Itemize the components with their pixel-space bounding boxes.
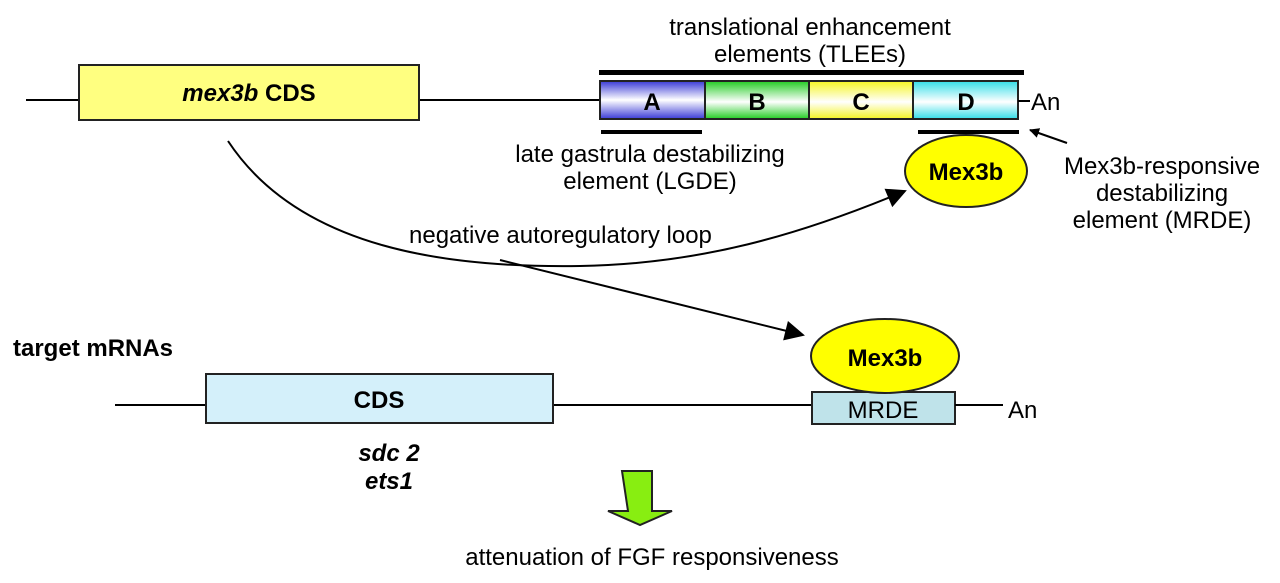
mex3b-cds-label: mex3b CDS — [182, 80, 315, 107]
segment-a-label: A — [643, 89, 660, 116]
outcome: attenuation of FGF responsiveness — [465, 470, 839, 571]
tlee-label-line2: elements (TLEEs) — [714, 41, 906, 68]
segment-d-label: D — [957, 89, 974, 116]
mrde-pointer-arrow — [1029, 128, 1068, 144]
target-heading: target mRNAs — [13, 335, 173, 362]
target-cds-box — [205, 373, 554, 424]
target-gene-ets1: ets1 — [365, 468, 413, 495]
target-cds-label: CDS — [354, 387, 405, 414]
segment-c-label: C — [852, 89, 869, 116]
mex3b-cds-box — [78, 64, 420, 121]
tlee-label-line1: translational enhancement — [669, 14, 951, 41]
segment-c — [808, 80, 914, 120]
mex3b-protein-top — [904, 134, 1028, 208]
target-mrna: target mRNAs CDS sdc 2 ets1 MRDE An Mex3… — [13, 318, 1037, 495]
outcome-down-arrow — [607, 470, 673, 527]
mex3b-mrna: mex3b CDS translational enhancement elem… — [26, 14, 1260, 234]
loop-label: negative autoregulatory loop — [409, 222, 712, 249]
mrde-bar — [918, 130, 1019, 134]
mrde-label-line2: destabilizing — [1096, 180, 1228, 207]
tlee-bracket-bar — [599, 70, 1024, 75]
target-mrde-box — [811, 391, 956, 425]
segment-b — [704, 80, 810, 120]
regulatory-arrows: negative autoregulatory loop — [227, 140, 907, 341]
polya-label: An — [1031, 89, 1060, 116]
autoregulatory-loop-arrow — [227, 140, 907, 268]
mrde-label-line1: Mex3b-responsive — [1064, 153, 1260, 180]
mex3b-protein-top-label: Mex3b — [929, 159, 1004, 186]
lgde-label-line1: late gastrula destabilizing — [515, 141, 785, 168]
lgde-label-line2: element (LGDE) — [563, 168, 736, 195]
target-regulation-arrow — [499, 259, 805, 341]
target-polya-label: An — [1008, 397, 1037, 424]
mex3b-protein-target — [810, 318, 960, 394]
target-gene-sdc2: sdc 2 — [358, 440, 420, 467]
mex3b-protein-target-label: Mex3b — [848, 345, 923, 372]
lgde-bar — [601, 130, 702, 134]
mrde-label-line3: element (MRDE) — [1073, 207, 1252, 234]
segment-b-label: B — [748, 89, 765, 116]
outcome-label: attenuation of FGF responsiveness — [465, 544, 839, 571]
target-mrde-label: MRDE — [848, 397, 919, 424]
